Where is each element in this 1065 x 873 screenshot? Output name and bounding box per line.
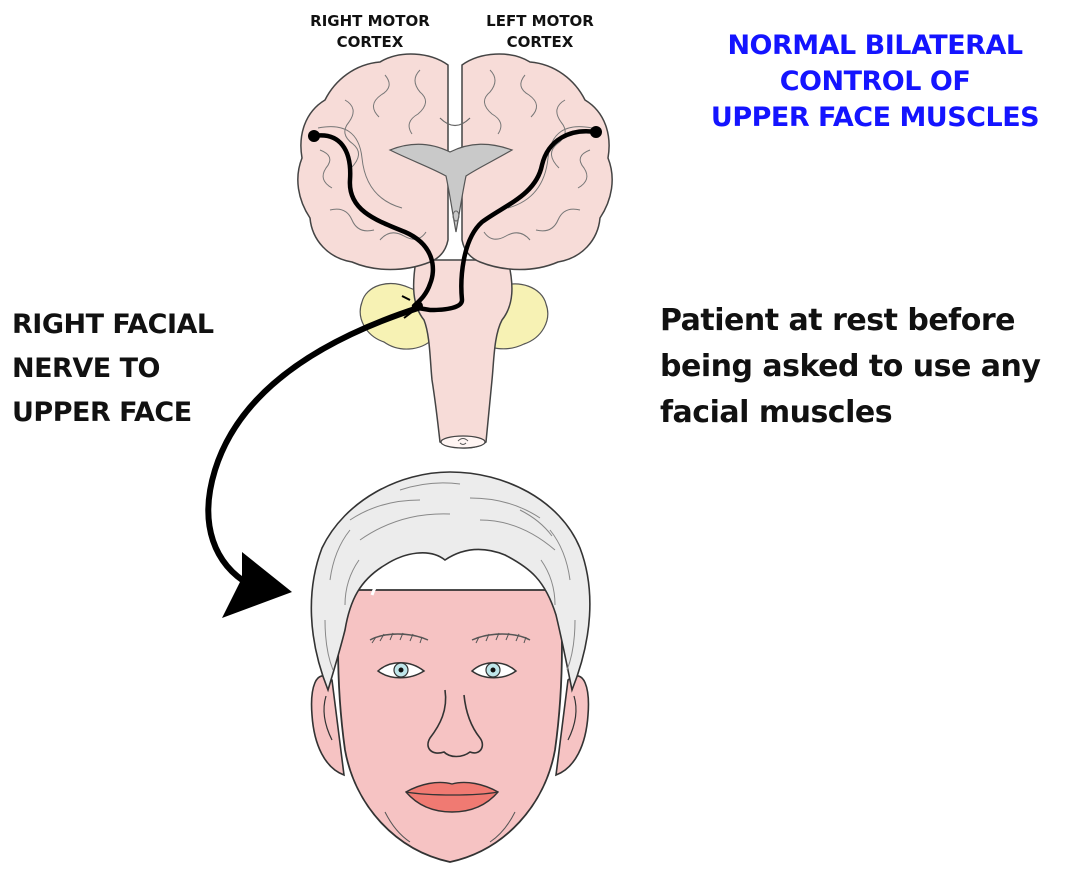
facial-nerve-label-line: UPPER FACE — [12, 391, 302, 435]
diagram-title-line: NORMAL BILATERAL — [690, 28, 1060, 64]
right-motor-cortex-label: RIGHT MOTOR CORTEX — [290, 11, 450, 53]
left-motor-cortex-label-line: LEFT MOTOR — [460, 11, 620, 32]
facial-nerve-label: RIGHT FACIAL NERVE TO UPPER FACE — [12, 303, 302, 435]
diagram-title-line: UPPER FACE MUSCLES — [690, 100, 1060, 136]
left-motor-cortex-label: LEFT MOTOR CORTEX — [460, 11, 620, 53]
arrowhead — [222, 552, 292, 618]
left-motor-cortex-label-line: CORTEX — [460, 32, 620, 53]
right-motor-cortex-label-line: CORTEX — [290, 32, 450, 53]
patient-caption-line: Patient at rest before — [660, 298, 1060, 344]
patient-caption-line: being asked to use any — [660, 344, 1060, 390]
brain-coronal-section — [298, 54, 612, 448]
left-cortex-neuron — [590, 126, 602, 138]
facial-nerve-label-line: RIGHT FACIAL — [12, 303, 302, 347]
patient-head — [311, 472, 590, 862]
facial-nerve-label-line: NERVE TO — [12, 347, 302, 391]
diagram-title-line: CONTROL OF — [690, 64, 1060, 100]
patient-caption-line: facial muscles — [660, 390, 1060, 436]
diagram-title: NORMAL BILATERAL CONTROL OF UPPER FACE M… — [690, 28, 1060, 136]
face — [338, 590, 562, 862]
right-motor-cortex-label-line: RIGHT MOTOR — [290, 11, 450, 32]
right-cortex-neuron — [308, 130, 320, 142]
brainstem-cross-section — [441, 436, 485, 448]
patient-caption: Patient at rest before being asked to us… — [660, 298, 1060, 436]
